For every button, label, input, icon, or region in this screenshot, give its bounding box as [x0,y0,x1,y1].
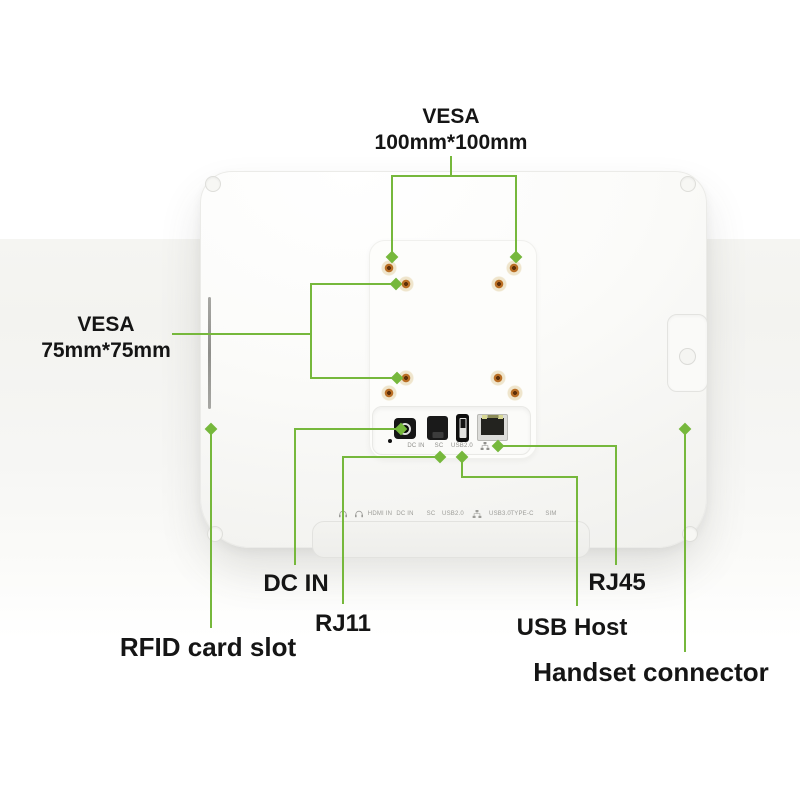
port-label-sc: SC [434,443,444,449]
rj45-label: RJ45 [588,569,646,596]
vesa100-screw-hole [381,260,397,276]
leader-line-rj11 [342,456,344,604]
strip-label-usb3: USB3.0 [489,511,511,517]
vesa75-screw-hole [490,370,506,386]
vesa100-screw-hole [506,260,522,276]
leader-line-dcin [294,428,296,565]
vesa100-size: 100mm*100mm [374,131,528,154]
vesa100-label: VESA 100mm*100mm [375,104,528,156]
leader-line-vesa75 [172,333,312,335]
port-label-dcin: DC IN [407,443,425,449]
reset-pinhole [388,439,392,443]
vesa75-screw-hole [398,370,414,386]
usb-tongue [460,419,465,428]
vesa100-title: VESA [422,105,480,128]
lan-icon [472,510,482,518]
rj45-cavity [481,418,504,435]
rj45-led-icon [498,415,503,419]
rfid-card-slot-label: RFID card slot [119,632,297,662]
leader-line-usbhost [461,476,578,478]
leader-line-rj11 [342,456,437,458]
headphone-icon [355,510,363,518]
leader-line-vesa75 [310,283,391,285]
leader-line-rj45 [501,445,617,447]
vesa75-size: 75mm*75mm [41,339,171,362]
leader-line-vesa75 [310,283,312,379]
strip-label-dcin: DC IN [396,511,414,517]
bottom-mount-recess [312,521,590,558]
rfid-card-slot-groove [208,297,211,409]
rj11-label: RJ11 [314,610,372,637]
usb-slot [459,418,466,438]
leader-line-vesa75 [310,377,392,379]
leader-line-vesa100 [391,175,517,177]
usb-port [456,414,469,442]
vesa100-screw-hole [381,385,397,401]
leader-line-dcin [294,428,399,430]
strip-label-usb2: USB2.0 [442,511,464,517]
leader-line-vesa100 [450,156,452,176]
handset-connector-label: Handset connector [533,657,769,687]
corner-screw-hole [205,176,221,192]
leader-line-vesa100 [515,175,517,254]
strip-label-sc: SC [426,511,436,517]
strip-label-typec: TYPE-C [510,511,534,517]
strip-label-sim: SIM [545,511,557,517]
vesa75-title: VESA [77,313,135,336]
rj11-clip [432,432,443,438]
leader-line-vesa100 [391,175,393,254]
leader-line-rfid [210,431,212,628]
vesa75-label: VESA 75mm*75mm [41,312,171,364]
dc-in-label: DC IN [263,570,329,597]
handset-connector-hole [679,348,696,365]
vesa75-screw-hole [398,276,414,292]
rj45-pins [487,415,498,418]
rj45-port [477,414,508,441]
leader-line-rj45 [615,445,617,565]
rj11-port [427,416,448,440]
corner-screw-hole [682,526,698,542]
leader-line-usbhost [461,458,463,478]
handset-connector-recess [667,314,708,392]
vesa100-screw-hole [507,385,523,401]
usb-host-label: USB Host [516,614,628,641]
vesa75-screw-hole [491,276,507,292]
leader-line-handset [684,431,686,652]
port-label-usb: USB2.0 [451,443,473,449]
strip-label-hdmi: HDMI IN [367,511,393,517]
leader-line-usbhost [576,476,578,606]
rj45-led-icon [482,415,487,419]
corner-screw-hole [680,176,696,192]
lan-icon [480,442,490,450]
